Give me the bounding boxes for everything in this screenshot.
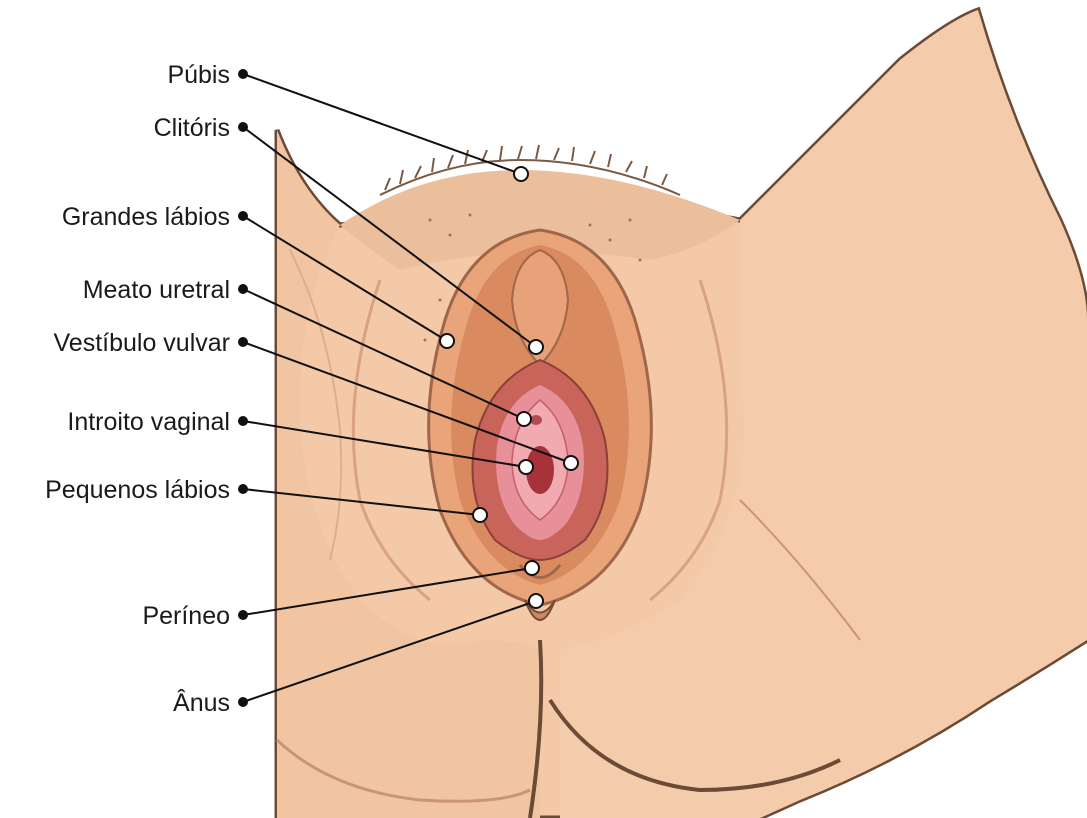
text-labels: Púbis Clitóris Grandes lábios Meato uret… <box>45 61 230 717</box>
dot-anus-label <box>238 697 248 707</box>
label-pubis: Púbis <box>167 61 230 89</box>
label-anus: Ânus <box>173 688 230 717</box>
label-introito-vaginal: Introito vaginal <box>67 408 230 436</box>
target-perineo <box>525 561 539 575</box>
dot-introito-vaginal-label <box>238 416 248 426</box>
dot-pequenos-labios-label <box>238 484 248 494</box>
target-clitoris <box>529 340 543 354</box>
label-grandes-labios: Grandes lábios <box>62 203 230 231</box>
target-meato-uretral <box>517 412 531 426</box>
label-meato-uretral: Meato uretral <box>83 276 230 304</box>
target-anus <box>529 594 543 608</box>
target-pubis <box>514 167 528 181</box>
target-pequenos-labios <box>473 508 487 522</box>
target-vestibulo-vulvar <box>564 456 578 470</box>
target-grandes-labios <box>440 334 454 348</box>
dot-pubis-label <box>238 69 248 79</box>
label-pequenos-labios: Pequenos lábios <box>45 476 230 504</box>
label-clitoris: Clitóris <box>154 114 230 142</box>
dot-vestibulo-vulvar-label <box>238 337 248 347</box>
label-dots <box>238 69 248 707</box>
dot-perineo-label <box>238 610 248 620</box>
dot-clitoris-label <box>238 122 248 132</box>
dot-meato-uretral-label <box>238 284 248 294</box>
anatomy-illustration <box>277 10 1087 818</box>
label-vestibulo-vulvar: Vestíbulo vulvar <box>54 329 231 357</box>
dot-grandes-labios-label <box>238 211 248 221</box>
label-perineo: Períneo <box>142 602 230 630</box>
target-introito-vaginal <box>519 460 533 474</box>
